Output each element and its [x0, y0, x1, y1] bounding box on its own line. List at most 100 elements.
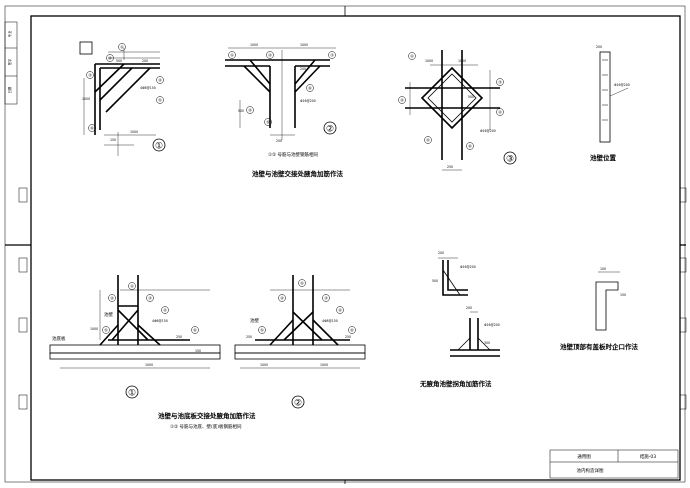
wall-position-caption: 池壁位置: [590, 153, 617, 162]
svg-text:1000: 1000: [300, 43, 308, 47]
svg-text:200: 200: [466, 306, 472, 310]
svg-text:1000: 1000: [260, 363, 268, 367]
wall-label-2: 池壁: [250, 317, 259, 324]
svg-text:250: 250: [447, 165, 453, 169]
svg-text:①: ①: [130, 284, 134, 289]
detail-wall-position: Φ16@200 200 池壁位置: [590, 45, 630, 162]
svg-text:150: 150: [110, 138, 116, 142]
svg-text:Φ16@200: Φ16@200: [484, 323, 500, 327]
svg-text:Φ16@200: Φ16@200: [300, 99, 316, 103]
detail-number-1: ①: [155, 142, 163, 152]
drawing-name: 通用图: [577, 453, 591, 460]
detail-number-3: ③: [506, 155, 514, 165]
svg-text:②: ②: [280, 296, 284, 301]
detail-no-haunch: 200 Φ16@200 500 200 Φ16@200 300 无腋角池壁拐角加…: [419, 251, 500, 388]
svg-text:200: 200: [300, 67, 306, 71]
svg-text:200: 200: [142, 59, 148, 63]
svg-text:150: 150: [195, 349, 201, 353]
detail-cross-3: 1000 1000 500 Φ16@200 250 ① ② ③ ④ ⑤ ⑥ ③: [398, 50, 517, 171]
svg-text:Φ16@200: Φ16@200: [614, 83, 630, 87]
bottom-detail-number-2: ②: [294, 399, 302, 409]
strip-row-3: 日期: [7, 87, 12, 93]
svg-text:⑥: ⑥: [193, 328, 197, 333]
svg-text:Φ16@200: Φ16@200: [480, 129, 496, 133]
svg-text:⑥: ⑥: [350, 328, 354, 333]
svg-text:⑥: ⑥: [90, 126, 94, 131]
svg-text:⑥: ⑥: [468, 144, 472, 149]
svg-text:300: 300: [484, 341, 490, 345]
title-block: 通用图 结施-03 池内构造详图: [549, 449, 679, 479]
svg-text:③: ③: [88, 73, 92, 78]
svg-text:④: ④: [498, 110, 502, 115]
svg-text:100: 100: [600, 267, 606, 271]
approval-strip: 专业 签字 日期: [4, 21, 687, 410]
detail-number-2: ②: [326, 125, 334, 135]
strip-row-1: 专业: [7, 31, 12, 37]
svg-text:②: ②: [400, 98, 404, 103]
svg-text:⑤: ⑤: [104, 328, 108, 333]
svg-text:②: ②: [110, 296, 114, 301]
svg-text:200: 200: [438, 251, 444, 255]
strip-row-2: 签字: [7, 59, 12, 65]
inner-frame: [30, 15, 681, 481]
bottom-slab-label: 池底板: [52, 335, 66, 342]
svg-text:③: ③: [498, 80, 502, 85]
detail-top-slab: 100 150 池壁顶部有盖板时企口作法: [560, 267, 639, 351]
svg-text:1000: 1000: [82, 97, 90, 101]
detail-bottom-1: 1000 1000 150 250 4Φ8@150 池壁 池底板 ① ② ③ ④…: [49, 275, 221, 399]
svg-text:1000: 1000: [458, 59, 466, 63]
svg-text:③: ③: [324, 296, 328, 301]
wall-bottom-caption: 池壁与池底板交接处腋角加筋作法: [158, 411, 256, 420]
top-slab-caption: 池壁顶部有盖板时企口作法: [560, 342, 639, 351]
svg-text:150: 150: [620, 293, 626, 297]
svg-text:②: ②: [268, 53, 272, 58]
svg-text:500: 500: [116, 59, 122, 63]
detail-tee-2: 1000 1000 200 500 Φ16@200 250 ① ② ③ ④ ⑤ …: [225, 43, 337, 158]
svg-text:500: 500: [238, 109, 244, 113]
svg-text:4Φ8@150: 4Φ8@150: [152, 319, 168, 323]
outer-border: [4, 5, 686, 483]
svg-text:250: 250: [176, 335, 182, 339]
svg-text:1000: 1000: [320, 363, 328, 367]
svg-text:⑥: ⑥: [308, 86, 312, 91]
wall-bottom-note: ①② 号筋与池底、壁(底)板钢筋相同: [170, 423, 242, 430]
svg-text:④: ④: [248, 108, 252, 113]
svg-text:1000: 1000: [90, 327, 98, 331]
detail-bottom-2: 1000 1000 250 250 4Φ8@150 池壁 ① ② ③ ④ ⑤ ⑥…: [234, 275, 366, 409]
svg-text:200: 200: [596, 45, 602, 49]
bottom-detail-number-1: ①: [128, 389, 136, 399]
svg-text:⑤: ⑤: [158, 98, 162, 103]
svg-text:4Φ8@150: 4Φ8@150: [322, 319, 338, 323]
svg-text:500: 500: [432, 279, 438, 283]
wall-junction-caption: 池壁与池壁交接处腋角加筋作法: [252, 169, 344, 178]
svg-text:1000: 1000: [425, 59, 433, 63]
svg-text:250: 250: [246, 335, 252, 339]
svg-text:500: 500: [468, 95, 474, 99]
svg-text:Φ16@200: Φ16@200: [460, 265, 476, 269]
svg-text:①: ①: [230, 53, 234, 58]
no-haunch-caption: 无腋角池壁拐角加筋作法: [419, 379, 492, 388]
project-title: 池内构造详图: [577, 467, 604, 474]
svg-text:1000: 1000: [250, 43, 258, 47]
svg-text:1000: 1000: [130, 130, 138, 134]
svg-text:①: ①: [300, 281, 304, 286]
svg-text:②: ②: [108, 56, 112, 61]
sheet-number: 结施-03: [640, 453, 656, 460]
svg-text:1000: 1000: [145, 363, 153, 367]
wall-junction-note: ①② 号筋与池壁钢筋相同: [268, 151, 318, 158]
svg-text:①: ①: [410, 54, 414, 59]
svg-text:4Φ8@150: 4Φ8@150: [140, 86, 156, 90]
svg-text:250: 250: [276, 139, 282, 143]
svg-text:①: ①: [120, 45, 124, 50]
svg-text:④: ④: [338, 308, 342, 313]
detail-corner-1: 500 200 1000 1000 4Φ8@150 150 ① ② ③ ④ ⑤ …: [79, 41, 166, 156]
wall-label-1: 池壁: [104, 311, 113, 318]
svg-text:③: ③: [330, 53, 334, 58]
svg-text:⑤: ⑤: [426, 138, 430, 143]
svg-text:⑤: ⑤: [260, 328, 264, 333]
svg-text:⑤: ⑤: [266, 120, 270, 125]
svg-text:④: ④: [158, 78, 162, 83]
svg-text:③: ③: [148, 296, 152, 301]
svg-text:④: ④: [163, 308, 167, 313]
